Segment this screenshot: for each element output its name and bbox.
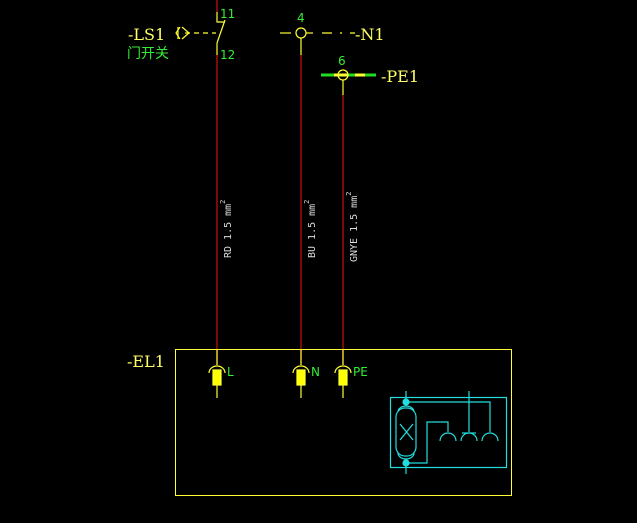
wires bbox=[216, 0, 344, 365]
earth-bar-symbol[interactable] bbox=[321, 69, 376, 95]
earth-terminal-number: 6 bbox=[338, 54, 346, 68]
neutral-terminal-symbol[interactable] bbox=[280, 27, 355, 55]
switch-terminal-top: 11 bbox=[220, 7, 235, 21]
neutral-terminal-number: 4 bbox=[297, 11, 305, 25]
neutral-tag: -N1 bbox=[355, 25, 385, 44]
svg-text:GNYE 1.5 mm2: GNYE 1.5 mm2 bbox=[345, 192, 360, 262]
switch-terminal-bottom: 12 bbox=[220, 48, 235, 62]
fluorescent-lamp-icon bbox=[389, 391, 508, 474]
wire-label-pe: GNYE 1.5 mm2 bbox=[345, 192, 360, 262]
switch-description: 门开关 bbox=[127, 46, 169, 62]
connector-n[interactable] bbox=[292, 349, 310, 398]
pin-label-n: N bbox=[311, 365, 320, 379]
pin-label-l: L bbox=[227, 365, 234, 379]
wire-label-l: RD 1.5 mm2 bbox=[219, 200, 234, 258]
wire-label-n: BU 1.5 mm2 bbox=[303, 200, 318, 258]
svg-text:RD 1.5 mm2: RD 1.5 mm2 bbox=[219, 200, 234, 258]
switch-tag: -LS1 bbox=[128, 25, 165, 44]
svg-text:BU 1.5 mm2: BU 1.5 mm2 bbox=[303, 200, 318, 258]
earth-tag: -PE1 bbox=[381, 67, 419, 86]
connector-l[interactable] bbox=[208, 349, 226, 398]
lamp-tag: -EL1 bbox=[127, 352, 165, 371]
door-switch-symbol[interactable] bbox=[175, 12, 226, 55]
connector-pe[interactable] bbox=[334, 349, 352, 398]
pin-label-pe: PE bbox=[353, 365, 368, 379]
